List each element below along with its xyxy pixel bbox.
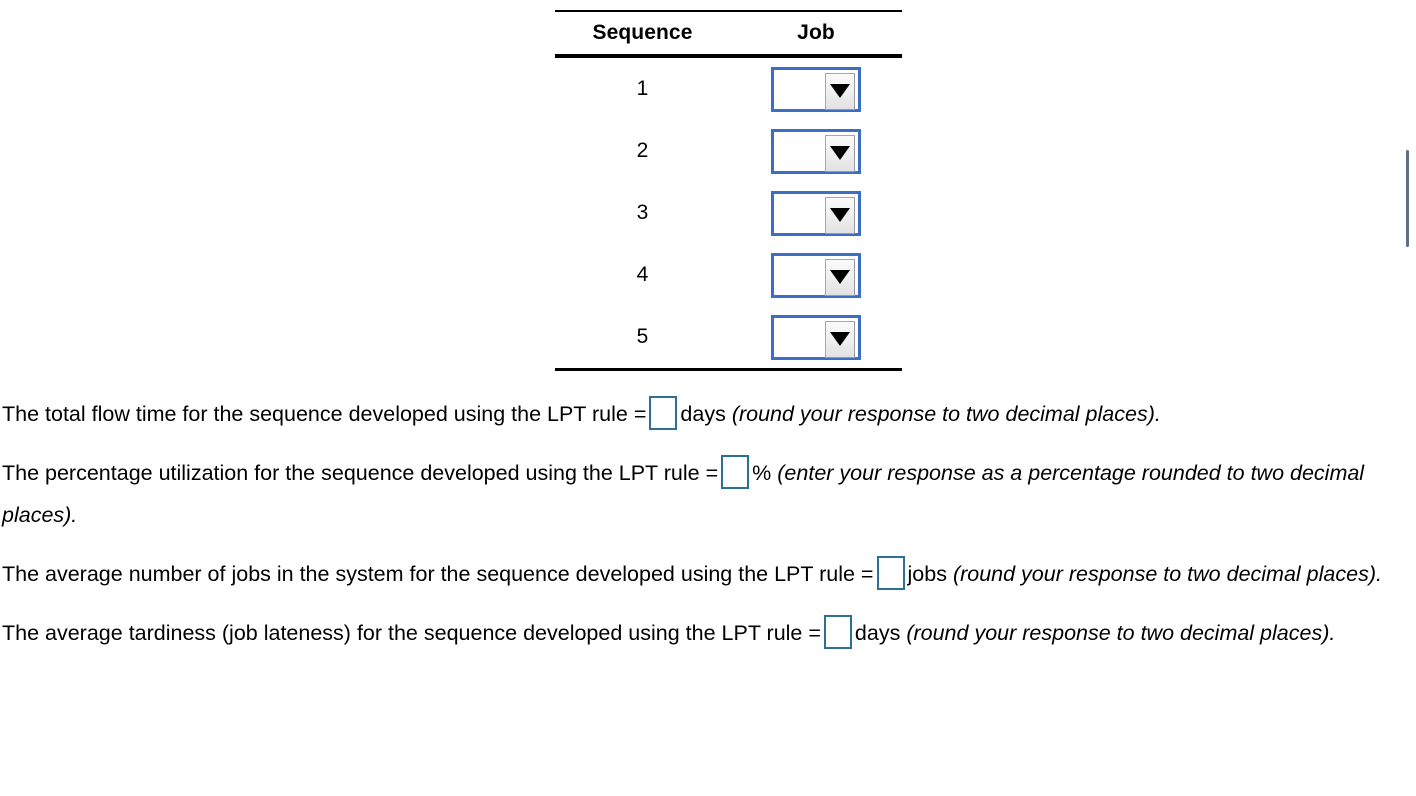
table-row: 1	[555, 58, 902, 120]
sequence-number-2: 2	[636, 139, 649, 162]
statement-total-flow-time: The total flow time for the sequence dev…	[2, 393, 1402, 435]
chevron-down-icon[interactable]	[825, 196, 855, 234]
table-header-rule	[555, 54, 902, 58]
average-tardiness-input[interactable]	[823, 615, 852, 649]
average-jobs-in-system-input[interactable]	[876, 556, 905, 590]
statement-unit: %	[752, 461, 772, 485]
statement-hint: (round your response to two decimal plac…	[952, 562, 1382, 586]
statement-lead-text: The average tardiness (job lateness) for…	[2, 621, 821, 645]
job-cell-3	[730, 190, 902, 236]
job-cell-1	[730, 66, 902, 112]
job-dropdown-5[interactable]	[771, 314, 861, 360]
table-bottom-rule	[555, 368, 902, 371]
statement-average-tardiness: The average tardiness (job lateness) for…	[2, 612, 1402, 654]
percentage-utilization-input[interactable]	[721, 455, 750, 489]
total-flow-time-input[interactable]	[649, 396, 678, 430]
statement-average-jobs-in-system: The average number of jobs in the system…	[2, 553, 1402, 595]
table-top-rule	[555, 10, 902, 12]
sequence-number-3: 3	[636, 201, 649, 224]
job-cell-5	[730, 314, 902, 360]
statement-hint: (round your response to two decimal plac…	[731, 402, 1161, 426]
chevron-down-icon[interactable]	[825, 134, 855, 172]
statement-hint: (enter your response as a percentage rou…	[2, 461, 1365, 527]
job-dropdown-1[interactable]	[771, 66, 861, 112]
column-header-job: Job	[797, 21, 835, 44]
table-header-row: Sequence Job	[555, 12, 902, 54]
job-dropdown-2[interactable]	[771, 128, 861, 174]
statement-lead-text: The average number of jobs in the system…	[2, 562, 874, 586]
statement-hint: (round your response to two decimal plac…	[906, 621, 1336, 645]
statement-unit: jobs	[907, 562, 947, 586]
table-row: 2	[555, 120, 902, 182]
job-dropdown-3[interactable]	[771, 190, 861, 236]
chevron-down-icon[interactable]	[825, 72, 855, 110]
chevron-down-icon[interactable]	[825, 320, 855, 358]
statement-lead-text: The percentage utilization for the seque…	[2, 461, 719, 485]
job-cell-4	[730, 252, 902, 298]
job-dropdown-4[interactable]	[771, 252, 861, 298]
chevron-down-icon[interactable]	[825, 258, 855, 296]
table-row: 5	[555, 306, 902, 368]
sequence-job-table: Sequence Job 1 2 3 4	[555, 10, 902, 371]
scrollbar-thumb[interactable]	[1406, 150, 1409, 247]
table-row: 3	[555, 182, 902, 244]
vertical-scrollbar[interactable]	[1402, 0, 1416, 796]
statement-lead-text: The total flow time for the sequence dev…	[2, 402, 647, 426]
statement-unit: days	[680, 402, 726, 426]
column-header-sequence: Sequence	[592, 21, 693, 44]
job-cell-2	[730, 128, 902, 174]
sequence-number-4: 4	[636, 263, 649, 286]
statement-unit: days	[854, 621, 901, 645]
statements-list: The total flow time for the sequence dev…	[2, 393, 1402, 654]
statement-percentage-utilization: The percentage utilization for the seque…	[2, 452, 1402, 536]
sequence-number-5: 5	[636, 325, 649, 348]
table-row: 4	[555, 244, 902, 306]
sequence-number-1: 1	[636, 77, 649, 100]
